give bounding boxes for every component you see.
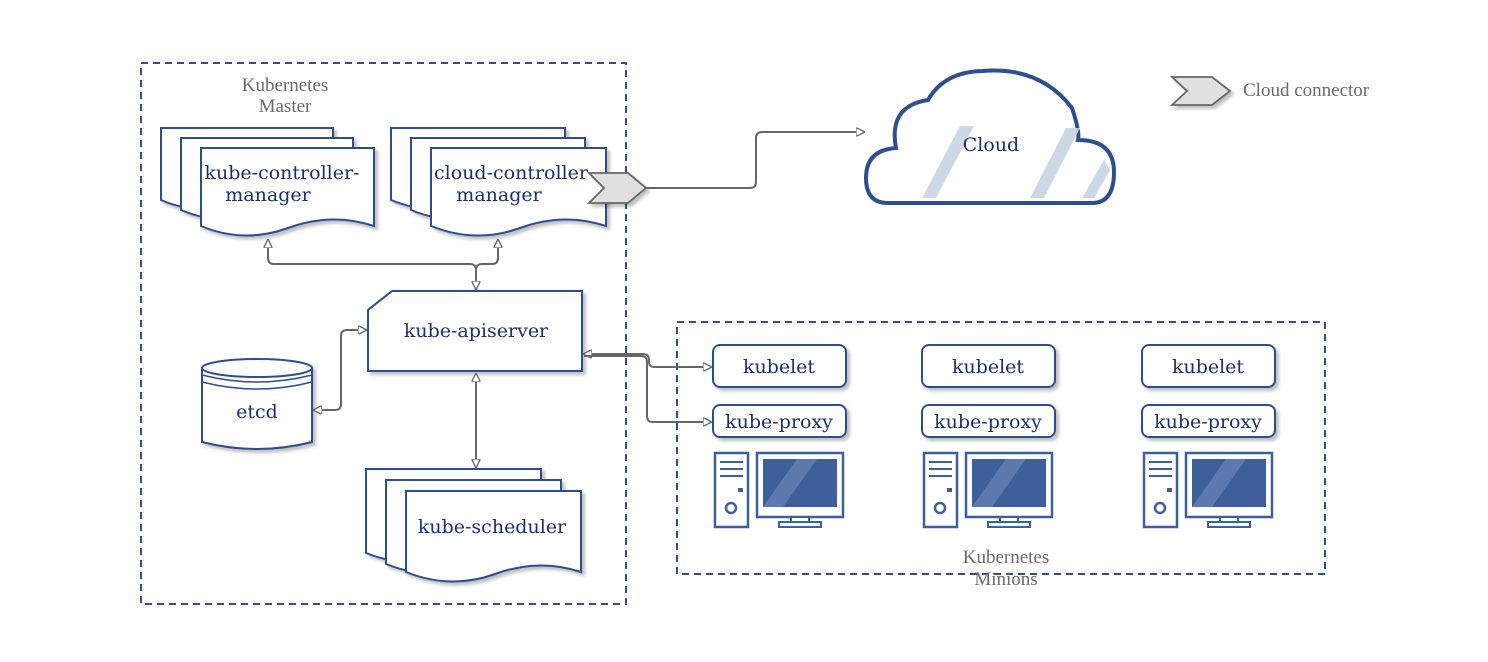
kubelet-label: kubelet [952,356,1024,378]
cloud-controller-manager-label-2: manager [456,184,542,206]
minions-boundary [676,321,1326,575]
connector-controllers-to-apiserver [268,240,476,289]
server-tower-icon [922,451,959,529]
server-tower-icon [1142,451,1179,529]
kube-proxy-box[interactable] [712,404,847,438]
kube-proxy-box[interactable] [1141,404,1276,438]
server-tower-icon [713,451,750,529]
monitor-icon [755,451,845,528]
cloud-icon[interactable] [863,68,1117,205]
master-boundary [140,62,627,605]
kube-apiserver[interactable] [367,290,583,372]
connector-apiserver-to-kube-proxy [584,355,711,422]
kube-controller-manager-label-1: kube-controller- [205,162,360,184]
monitor-icon [1184,451,1274,528]
etcd-label: etcd [236,401,278,423]
cloud-controller-manager[interactable] [390,127,607,237]
monitor-icon [964,451,1054,528]
minion-node-2[interactable]: kubelet kube-proxy [921,344,1056,529]
kube-proxy-label: kube-proxy [725,411,833,433]
minion-node-3[interactable]: kubelet kube-proxy [1141,344,1276,529]
legend-cloud-connector-label: Cloud connector [1243,80,1370,101]
legend-connector-icon [1169,76,1232,106]
connector-cloud-controller-to-cloud [646,132,864,189]
etcd[interactable] [201,358,313,450]
kubelet-label: kubelet [743,356,815,378]
connector-cloud-controller-to-apiserver [475,240,498,271]
kube-scheduler-label: kube-scheduler [418,516,567,538]
cloud-controller-manager-label-1: cloud-controller [434,162,589,184]
cloud-label: Cloud [963,134,1019,156]
kubelet-box[interactable] [712,344,847,388]
kube-apiserver-label: kube-apiserver [404,320,549,342]
kubelet-label: kubelet [1172,356,1244,378]
minion-node-1[interactable]: kubelet kube-proxy [712,344,847,529]
connector-etcd-to-apiserver [314,330,366,410]
master-title-line2: Master [259,96,312,117]
kubelet-box[interactable] [1141,344,1276,388]
kube-proxy-label: kube-proxy [934,411,1042,433]
kube-proxy-box[interactable] [921,404,1056,438]
master-title-line1: Kubernetes [242,75,329,96]
kube-controller-manager[interactable] [160,127,375,237]
kube-scheduler[interactable] [365,468,582,583]
minions-title-line1: Kubernetes [963,547,1050,568]
kube-controller-manager-label-2: manager [225,184,311,206]
kube-proxy-label: kube-proxy [1154,411,1262,433]
kubelet-box[interactable] [921,344,1056,388]
minions-title-line2: Minions [974,569,1037,590]
cloud-connector-icon [586,172,648,204]
minion-nodes: kubelet kube-proxy kubelet kube-proxy kube… [712,344,1276,529]
connector-apiserver-to-kubelet [584,354,711,367]
